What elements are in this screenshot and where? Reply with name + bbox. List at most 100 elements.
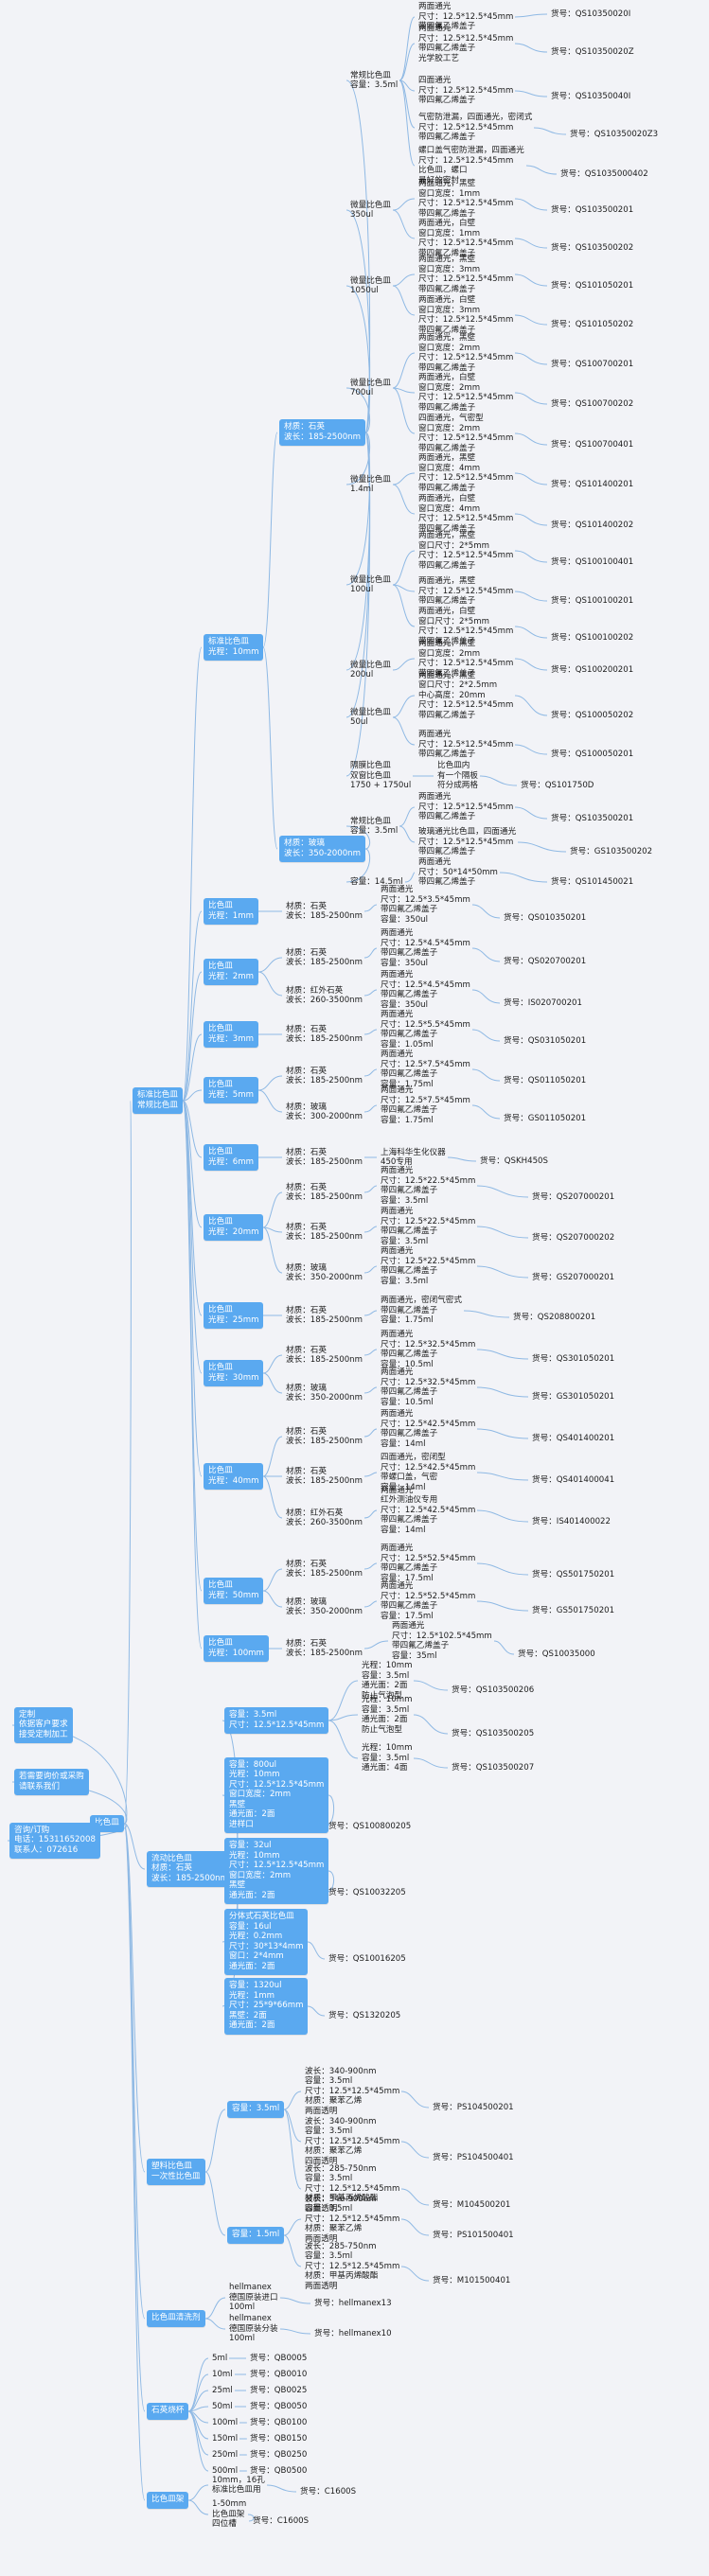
node-line: 材质：石英 <box>286 1222 327 1232</box>
connector-line <box>413 1714 449 1735</box>
mind-map-node: 材质：石英波长：185-2500nm <box>284 1467 364 1487</box>
node-line: 两面通光 <box>381 1050 414 1059</box>
node-line: 材质：红外石英 <box>286 1508 344 1518</box>
node-line: 尺寸：50*14*50mm <box>418 867 498 877</box>
node-line: 材质：甲基丙烯酸酯 <box>305 2271 379 2281</box>
connector-line <box>413 1680 449 1691</box>
node-line: 带四氟乙烯盖子 <box>418 668 476 679</box>
node-line: 比色皿架 <box>212 2509 245 2519</box>
node-line: 四面透明 <box>305 2156 338 2166</box>
mind-map-node: 货号：QS100800205 <box>327 1822 413 1832</box>
node-line: 尺寸：12.5*42.5*45mm <box>381 1419 476 1429</box>
mind-map-node: 货号：IS020700201 <box>502 998 584 1009</box>
mind-map-node: 货号：QB0500 <box>248 2466 309 2477</box>
node-line: 两面通光 <box>381 1409 414 1419</box>
node-line: 货号：QB0025 <box>250 2385 308 2395</box>
node-line: 材质：石英 <box>286 1559 327 1569</box>
node-line: 波长：185-2500nm <box>286 958 363 967</box>
connector-line <box>363 1428 378 1438</box>
node-line: 货号：QB0005 <box>250 2353 308 2363</box>
mind-map-node: 10mm，16孔标准比色皿用 <box>210 2476 267 2496</box>
connector-line <box>392 472 416 485</box>
connector-line <box>514 658 548 671</box>
node-line: 两面通光 <box>381 1246 414 1256</box>
node-line: 450专用 <box>381 1157 413 1167</box>
connector-line <box>471 1068 501 1082</box>
connector-line <box>187 2484 209 2501</box>
node-line: 货号：QB0250 <box>250 2449 308 2460</box>
node-line: 容量：3.5ml <box>305 2251 353 2261</box>
node-line: 常规比色皿 <box>350 816 391 826</box>
mind-map-node: 货号：QB0050 <box>248 2402 309 2412</box>
node-line: 货号：QS1035000402 <box>560 168 648 179</box>
mind-map-node: 货号：QS100050202 <box>549 711 635 721</box>
mind-map-node: 货号：QS101050201 <box>549 281 635 291</box>
mind-map-node: 货号：QS1035000402 <box>558 169 650 180</box>
node-line: 微量比色皿 <box>350 574 391 585</box>
node-line: 货号：QS031050201 <box>504 1035 587 1046</box>
node-line: 容量：14ml <box>381 1525 426 1535</box>
mind-map-node: 货号：QS100100201 <box>549 596 635 607</box>
connector-line <box>262 1226 283 1274</box>
node-line: 波长：340-900nm <box>305 2194 377 2204</box>
node-line: 容量：3.5ml <box>305 2174 353 2183</box>
connector-line <box>182 1100 203 1650</box>
node-line: 带四氟乙烯盖子 <box>418 248 476 258</box>
node-line: 德国原装分装 <box>229 2323 278 2334</box>
node-line: 货号：GS501750201 <box>532 1605 615 1615</box>
connector-line <box>447 1156 477 1162</box>
node-line: 波长：185-2500nm <box>286 1569 363 1579</box>
mind-map-node: 标准比色皿常规比色皿 <box>133 1087 183 1114</box>
node-line: 货号：C1600S <box>253 2515 310 2526</box>
mind-map-node: 货号：QB0150 <box>248 2434 309 2444</box>
node-line: 带四氟乙烯盖子 <box>418 750 476 759</box>
node-line: 分体式石英比色皿 <box>229 1912 294 1921</box>
node-line: 通光面：2面 <box>229 1961 275 1971</box>
mind-map-node: 货号：QS100050201 <box>549 750 635 760</box>
node-line: 尺寸：12.5*12.5*45mm <box>418 238 514 248</box>
node-line: 货号：QS103500207 <box>452 1762 535 1773</box>
connector-line <box>499 872 548 883</box>
connector-line <box>476 1562 529 1576</box>
node-line: 两面通光，黑壁 <box>418 531 476 540</box>
connector-line <box>392 658 416 671</box>
mind-map-node: 货号：QS100200201 <box>549 665 635 676</box>
node-line: 带四氟乙烯盖子 <box>418 560 476 571</box>
node-line: 货号：QS101750D <box>521 780 594 790</box>
node-line: 材质：石英 <box>284 422 325 432</box>
connector-line <box>283 2234 302 2267</box>
connector-line <box>392 716 416 746</box>
connector-line <box>257 971 283 997</box>
node-line: 尺寸：12.5*22.5*45mm <box>381 1175 476 1186</box>
node-line: 波长：285-750nm <box>305 2163 377 2174</box>
mind-map-node: 材质：石英波长：185-2500nm <box>284 1067 364 1086</box>
mind-map-node: 货号：QS103500206 <box>450 1685 536 1696</box>
node-line: 货号：GS011050201 <box>504 1113 587 1123</box>
mind-map-node: 定制依据客户要求接受定制加工 <box>14 1706 73 1743</box>
connector-line <box>400 2141 430 2159</box>
node-line: 两面通光 <box>381 1581 414 1591</box>
mind-map-node: 货号：QS100700202 <box>549 399 635 410</box>
node-line: 带四氟乙烯盖子 <box>418 208 476 219</box>
node-line: 100ml <box>229 2334 256 2343</box>
node-line: 货号：QS011050201 <box>504 1075 587 1085</box>
node-line: 四面通光，气密型 <box>418 414 484 423</box>
connector-line <box>514 90 548 97</box>
node-line: 货号：QS100700201 <box>551 359 634 369</box>
node-line: 波长：185-2500nm <box>286 1076 363 1085</box>
node-line: 货号：QS103500201 <box>551 813 634 823</box>
connector-line <box>392 484 416 515</box>
node-line: 容量：3.5ml <box>305 2076 353 2086</box>
